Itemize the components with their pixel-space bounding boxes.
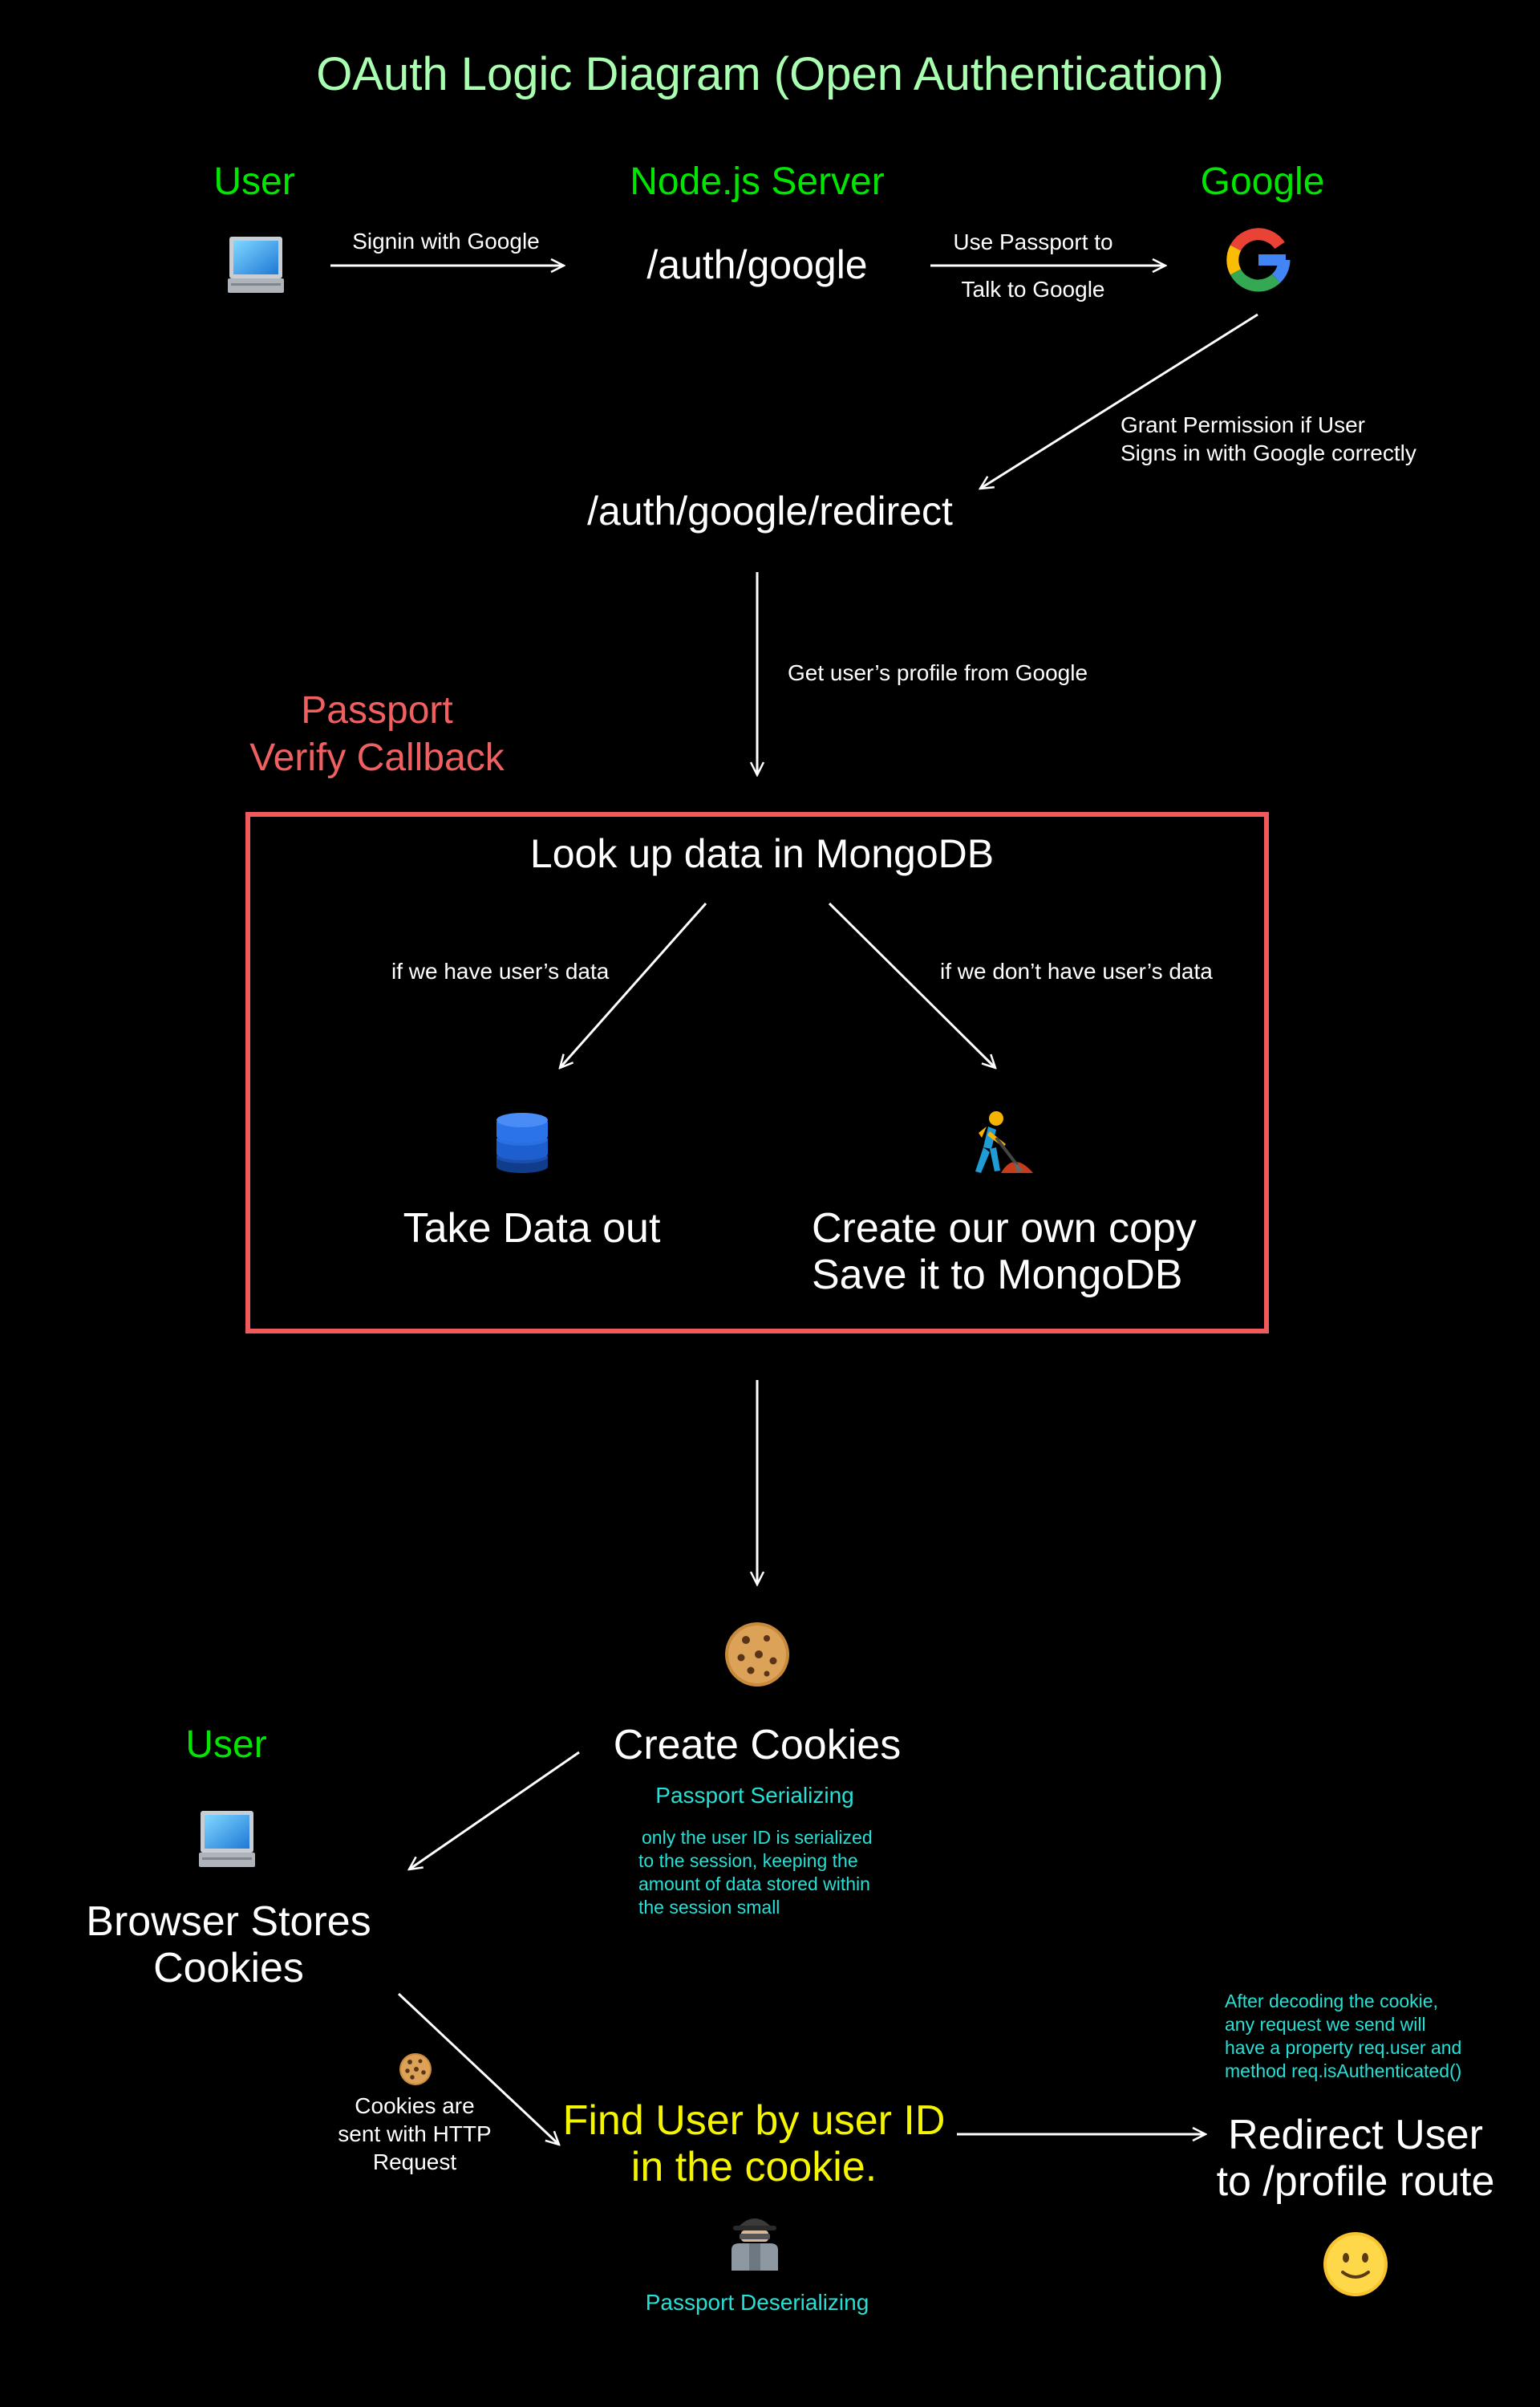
redirect-user-1: Redirect User [1228,2112,1483,2158]
find-user-2: in the cookie. [630,2144,877,2190]
have-data-label: if we have user’s data [391,959,610,984]
talk-to-google-label: Talk to Google [961,277,1105,302]
detective-icon [732,2218,778,2271]
passport-deserializing: Passport Deserializing [645,2290,869,2315]
google-label: Google [1200,160,1325,203]
browser-stores-1: Browser Stores [86,1898,371,1945]
redirect-note-4: method req.isAuthenticated() [1225,2060,1462,2081]
arrow-cookies-to-browser [409,1751,580,1869]
auth-google-route: /auth/google [646,242,868,287]
smiley-icon [1323,2232,1388,2296]
browser-stores-2: Cookies [153,1945,304,1991]
arrow-browser-to-find-user [397,1992,559,2145]
create-copy-line-2: Save it to MongoDB [812,1252,1183,1298]
use-passport-label: Use Passport to [953,229,1113,254]
redirect-note-3: have a property req.user and [1225,2037,1462,2058]
laptop-icon [199,1811,255,1867]
user-label: User [213,160,295,203]
serialize-note-1: only the user ID is serialized [642,1827,873,1848]
passport-verify-title-1: Passport [301,689,453,732]
create-cookies: Create Cookies [613,1722,902,1768]
server-label: Node.js Server [630,160,885,203]
cookie-icon [725,1622,789,1687]
database-icon [496,1113,548,1173]
cookies-sent-3: Request [372,2149,457,2174]
serialize-note-3: amount of data stored within [638,1873,870,1894]
diagram-title: OAuth Logic Diagram (Open Authentication… [316,48,1224,100]
find-user-1: Find User by user ID [562,2097,946,2144]
cookies-sent-2: sent with HTTP [338,2121,492,2146]
arrow-google-to-redirect [980,313,1258,489]
grant-permission-label-2: Signs in with Google correctly [1121,440,1416,465]
arrow-lookup-to-create [828,902,995,1068]
serialize-note-2: to the session, keeping the [638,1850,858,1871]
create-copy-line-1: Create our own copy [812,1205,1197,1252]
verify-callback-box [245,812,1269,1333]
redirect-user-2: to /profile route [1216,2158,1495,2205]
serialize-note-4: the session small [638,1897,780,1918]
user-label-bottom: User [185,1723,267,1766]
redirect-note-2: any request we send will [1225,2014,1426,2035]
construction-worker-icon [975,1111,1033,1173]
arrow-lookup-to-take-out [560,903,707,1068]
cookies-sent-1: Cookies are [355,2093,475,2118]
laptop-icon [228,237,284,293]
google-logo-icon [1226,228,1291,292]
passport-serializing: Passport Serializing [655,1783,854,1808]
signin-label: Signin with Google [352,229,540,254]
not-have-data-label: if we don’t have user’s data [940,959,1213,984]
redirect-note-1: After decoding the cookie, [1225,1991,1438,2011]
lookup-mongodb: Look up data in MongoDB [529,831,995,876]
take-data-out: Take Data out [403,1205,661,1252]
get-profile-label: Get user’s profile from Google [788,660,1088,685]
grant-permission-label-1: Grant Permission if User [1121,412,1365,437]
cookie-icon [399,2053,432,2085]
auth-google-redirect-route: /auth/google/redirect [587,489,953,534]
passport-verify-title-2: Verify Callback [249,737,505,779]
